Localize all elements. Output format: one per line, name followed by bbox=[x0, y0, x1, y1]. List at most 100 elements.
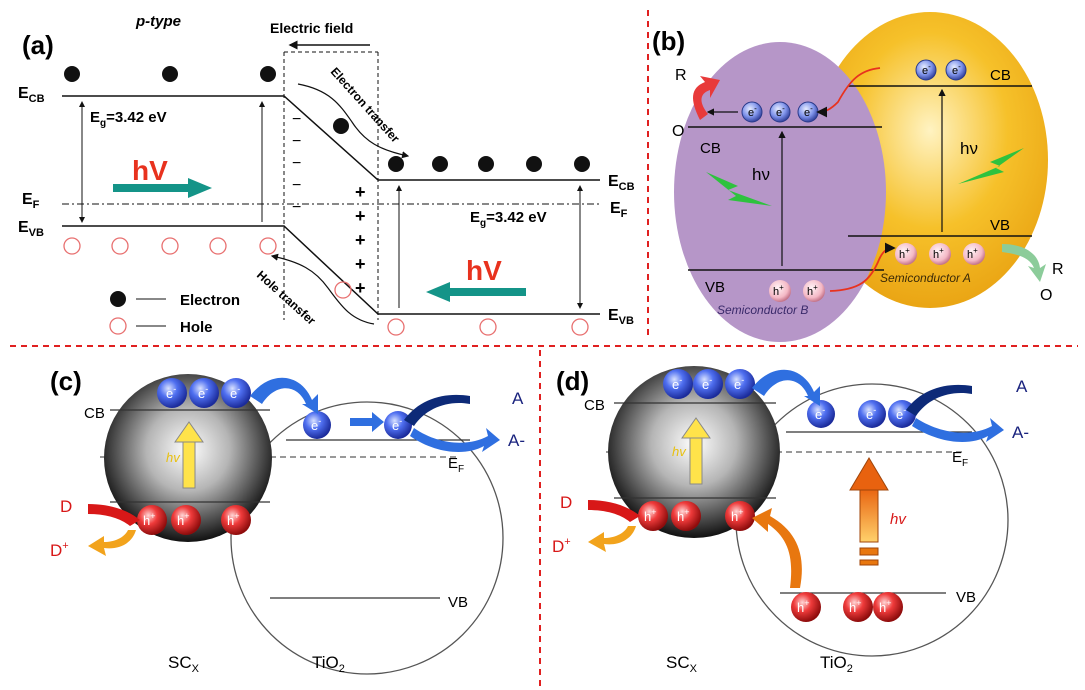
c-ef-label: EF bbox=[448, 455, 464, 475]
svg-text:h+: h+ bbox=[227, 511, 240, 528]
a-cb-label: CB bbox=[990, 67, 1011, 84]
svg-text:e-: e- bbox=[952, 62, 961, 77]
c-a-label: A bbox=[512, 389, 524, 408]
c-hv-label: hv bbox=[166, 450, 181, 465]
svg-text:+: + bbox=[355, 206, 366, 226]
panel-d: (d) CB VB EF hv hv e- e- e- bbox=[552, 366, 1029, 675]
c-electron-transfer-arrow bbox=[250, 377, 318, 414]
svg-text:e-: e- bbox=[776, 104, 785, 119]
d-a-label: A bbox=[1016, 377, 1028, 396]
electrons-n-side bbox=[388, 156, 590, 172]
hole bbox=[111, 237, 129, 255]
svg-text:e-: e- bbox=[702, 375, 712, 392]
svg-text:e-: e- bbox=[198, 384, 208, 401]
legend-hole-marker bbox=[109, 317, 127, 335]
b-vb-label: VB bbox=[705, 279, 725, 296]
svg-text:−: − bbox=[292, 133, 301, 150]
d-d-label: D bbox=[560, 493, 572, 512]
panel-c-label: (c) bbox=[50, 366, 82, 396]
b-cb-label: CB bbox=[700, 140, 721, 157]
electron bbox=[260, 66, 276, 82]
c-cb-label: CB bbox=[84, 405, 105, 422]
d-scx-holes: h+ h+ h+ bbox=[638, 501, 755, 531]
hv-right-label: hV bbox=[466, 255, 502, 286]
c-tio2-label: TiO2 bbox=[312, 653, 345, 675]
c-yellow-hv-arrow bbox=[174, 421, 204, 489]
c-d-arrow bbox=[88, 504, 140, 526]
semiconductor-a-label: Semiconductor A bbox=[880, 271, 971, 285]
c-d-plus-label: D+ bbox=[50, 540, 69, 560]
panel-c: (c) CB VB EF hv e- e- e- e- e- h+ h+ bbox=[50, 366, 525, 675]
holes-n-side bbox=[334, 281, 589, 336]
svg-text:e-: e- bbox=[922, 62, 931, 77]
b-hole-transfer-arrow bbox=[829, 242, 896, 292]
ef-right-label: EF bbox=[610, 200, 628, 220]
electron bbox=[478, 156, 494, 172]
svg-text:e-: e- bbox=[392, 416, 402, 433]
hv-right-arrow bbox=[426, 282, 526, 302]
panel-a: (a) p-type Electric field ECB EF EVB ECB… bbox=[18, 13, 635, 336]
svg-text:e-: e- bbox=[311, 416, 321, 433]
hole bbox=[259, 237, 277, 255]
svg-text:e-: e- bbox=[734, 375, 744, 392]
positive-charges: + + + + + bbox=[355, 182, 366, 298]
svg-text:+: + bbox=[355, 230, 366, 250]
electrons-p-side bbox=[64, 66, 349, 134]
electron bbox=[574, 156, 590, 172]
svg-text:h+: h+ bbox=[933, 246, 944, 261]
d-a-minus-label: A- bbox=[1012, 423, 1029, 442]
b-electrons: e- e- e- e- e- bbox=[741, 59, 967, 123]
hv-left-arrow bbox=[113, 178, 212, 198]
a-o-label: O bbox=[1040, 287, 1052, 304]
a-lightning-icon bbox=[958, 148, 1024, 184]
b-o-label: O bbox=[672, 123, 684, 140]
a-r-label: R bbox=[1052, 261, 1064, 278]
electron bbox=[526, 156, 542, 172]
svg-text:h+: h+ bbox=[899, 246, 910, 261]
c-d-label: D bbox=[60, 497, 72, 516]
d-hole-transfer-arrow bbox=[752, 508, 802, 588]
ecb-right-label: ECB bbox=[608, 173, 635, 193]
eg-left-label: Eg=3.42 eV bbox=[90, 109, 167, 129]
d-hv-small-label: hv bbox=[672, 444, 687, 459]
ecb-left-label: ECB bbox=[18, 85, 45, 105]
panel-dividers bbox=[10, 10, 1078, 686]
d-electron-transfer-arrow bbox=[752, 369, 820, 406]
c-scx-label: SCX bbox=[168, 653, 200, 675]
d-electrons: e- e- e- e- e- e- bbox=[663, 369, 916, 428]
evb-left-label: EVB bbox=[18, 219, 44, 239]
d-scx-label: SCX bbox=[666, 653, 698, 675]
hole bbox=[479, 318, 497, 336]
svg-text:h+: h+ bbox=[879, 598, 892, 615]
a-vb-label: VB bbox=[990, 217, 1010, 234]
hole-transfer-label: Hole transfer bbox=[254, 268, 319, 328]
electron bbox=[432, 156, 448, 172]
b-hv-label: hν bbox=[752, 165, 770, 184]
svg-text:h+: h+ bbox=[644, 507, 657, 524]
d-a-minus-arrow bbox=[912, 418, 1004, 442]
c-a-minus-arrow bbox=[410, 428, 500, 452]
p-type-label: p-type bbox=[135, 13, 181, 30]
electric-field-label: Electric field bbox=[270, 20, 353, 36]
legend-hole-label: Hole bbox=[180, 319, 213, 336]
svg-text:h+: h+ bbox=[143, 511, 156, 528]
svg-text:+: + bbox=[355, 182, 366, 202]
c-electron-move-arrow bbox=[350, 412, 384, 432]
svg-text:h+: h+ bbox=[677, 507, 690, 524]
d-d-plus-arrow bbox=[588, 526, 636, 552]
panel-b-label: (b) bbox=[652, 26, 685, 56]
b-electron-transfer-arrow bbox=[816, 67, 881, 118]
hole bbox=[387, 318, 405, 336]
conduction-band-line bbox=[62, 95, 600, 181]
a-hv-label: hν bbox=[960, 139, 978, 158]
svg-text:+: + bbox=[355, 254, 366, 274]
d-d-plus-label: D+ bbox=[552, 536, 571, 556]
svg-text:h+: h+ bbox=[849, 598, 862, 615]
electron bbox=[388, 156, 404, 172]
c-tio2-circle bbox=[230, 401, 504, 675]
d-yellow-hv-arrow bbox=[681, 417, 711, 485]
c-holes: h+ h+ h+ bbox=[137, 505, 251, 535]
hole bbox=[161, 237, 179, 255]
svg-text:e-: e- bbox=[896, 405, 906, 422]
ef-left-label: EF bbox=[22, 191, 40, 211]
